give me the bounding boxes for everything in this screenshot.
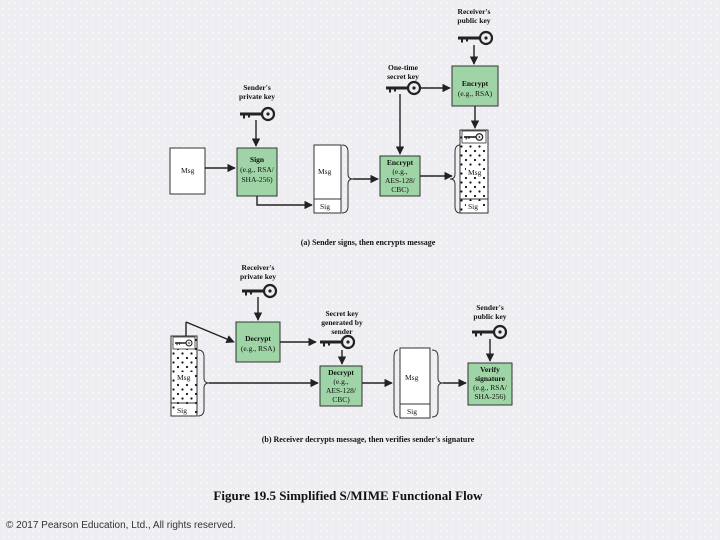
verify-label-1: Verify [480,365,500,374]
key-icon [470,324,508,340]
part-a: Receiver's public key Encrypt (e.g., RSA… [169,7,499,247]
key-icon [456,30,494,46]
signed-message-msg-label: Msg [318,167,332,176]
encrypt-aes-label-3: AES-128/ [385,176,416,185]
encrypt-aes-label-1: Encrypt [387,158,414,167]
decrypt-aes-label-2: (e.g., [333,377,348,386]
decrypted-sig-label: Sig [407,407,417,416]
key-icon [384,80,422,96]
sign-box [236,147,278,197]
one-time-key-label-2: secret key [387,72,419,81]
decrypt-rsa-label-1: Decrypt [245,334,271,343]
decrypt-aes-label-4: CBC) [332,395,350,404]
receiver-public-key-label-2: public key [457,16,490,25]
decrypt-aes-box [319,365,363,407]
encrypt-aes-label-2: (e.g., [392,167,407,176]
decrypted-msg-label: Msg [405,373,419,382]
decrypted-message-box [399,347,431,419]
key-icon [240,283,278,299]
secret-key-label-1: Secret key [326,309,359,318]
decrypted-brace-left [393,349,399,418]
part-b: Receiver's private key Decrypt (e.g., RS… [170,263,513,444]
receiver-private-key-label-2: private key [240,272,276,281]
decrypt-aes-label-3: AES-128/ [326,386,357,395]
secret-key-label-3: sender [331,327,353,336]
arrow-sign-to-sig [256,196,313,210]
sign-label-3: SHA-256) [241,175,273,184]
encrypted-input-brace [197,349,210,417]
copyright-notice: © 2017 Pearson Education, Ltd., All righ… [6,520,236,531]
message-label: Msg [181,166,195,175]
one-time-key-label-1: One-time [388,63,419,72]
signed-message-brace [341,144,354,214]
encrypted-sig-label: Sig [468,202,478,211]
encrypt-aes-box [379,155,421,197]
receiver-private-key-label-1: Receiver's [242,263,275,272]
decrypted-brace-right [431,349,444,418]
verify-label-4: SHA-256) [474,392,506,401]
sender-private-key-label-1: Sender's [243,83,271,92]
encrypt-aes-label-4: CBC) [391,185,409,194]
sender-private-key-label-2: private key [239,92,275,101]
part-b-caption: (b) Receiver decrypts message, then veri… [262,435,475,444]
encrypt-rsa-label-2: (e.g., RSA) [458,89,493,98]
part-a-caption: (a) Sender signs, then encrypts message [301,238,436,247]
decrypt-aes-label-1: Decrypt [328,368,354,377]
encrypted-msg-label: Msg [468,168,482,177]
secret-key-label-2: generated by [321,318,363,327]
sign-label-1: Sign [250,155,265,164]
key-icon [318,334,356,350]
sign-label-2: (e.g., RSA/ [240,165,275,174]
verify-box [467,362,513,406]
message-box [169,147,206,195]
encrypt-rsa-label-1: Encrypt [462,79,489,88]
key-icon [238,106,276,122]
sender-public-key-label-1: Sender's [476,303,504,312]
signed-message-box [313,144,342,214]
verify-label-2: signature [475,374,506,383]
decrypt-rsa-label-2: (e.g., RSA) [241,344,276,353]
figure-title: Figure 19.5 Simplified S/MIME Functional… [213,488,483,503]
receiver-public-key-label-1: Receiver's [458,7,491,16]
encrypted-input-msg-label: Msg [177,373,191,382]
encrypted-input-sig-label: Sig [177,406,187,415]
verify-label-3: (e.g., RSA/ [473,383,508,392]
decrypt-rsa-box [235,321,281,363]
signed-message-sig-label: Sig [320,202,330,211]
encrypted-output-brace [449,144,461,214]
sender-public-key-label-2: public key [473,312,506,321]
arrow-key-block-to-decrypt [185,321,235,343]
